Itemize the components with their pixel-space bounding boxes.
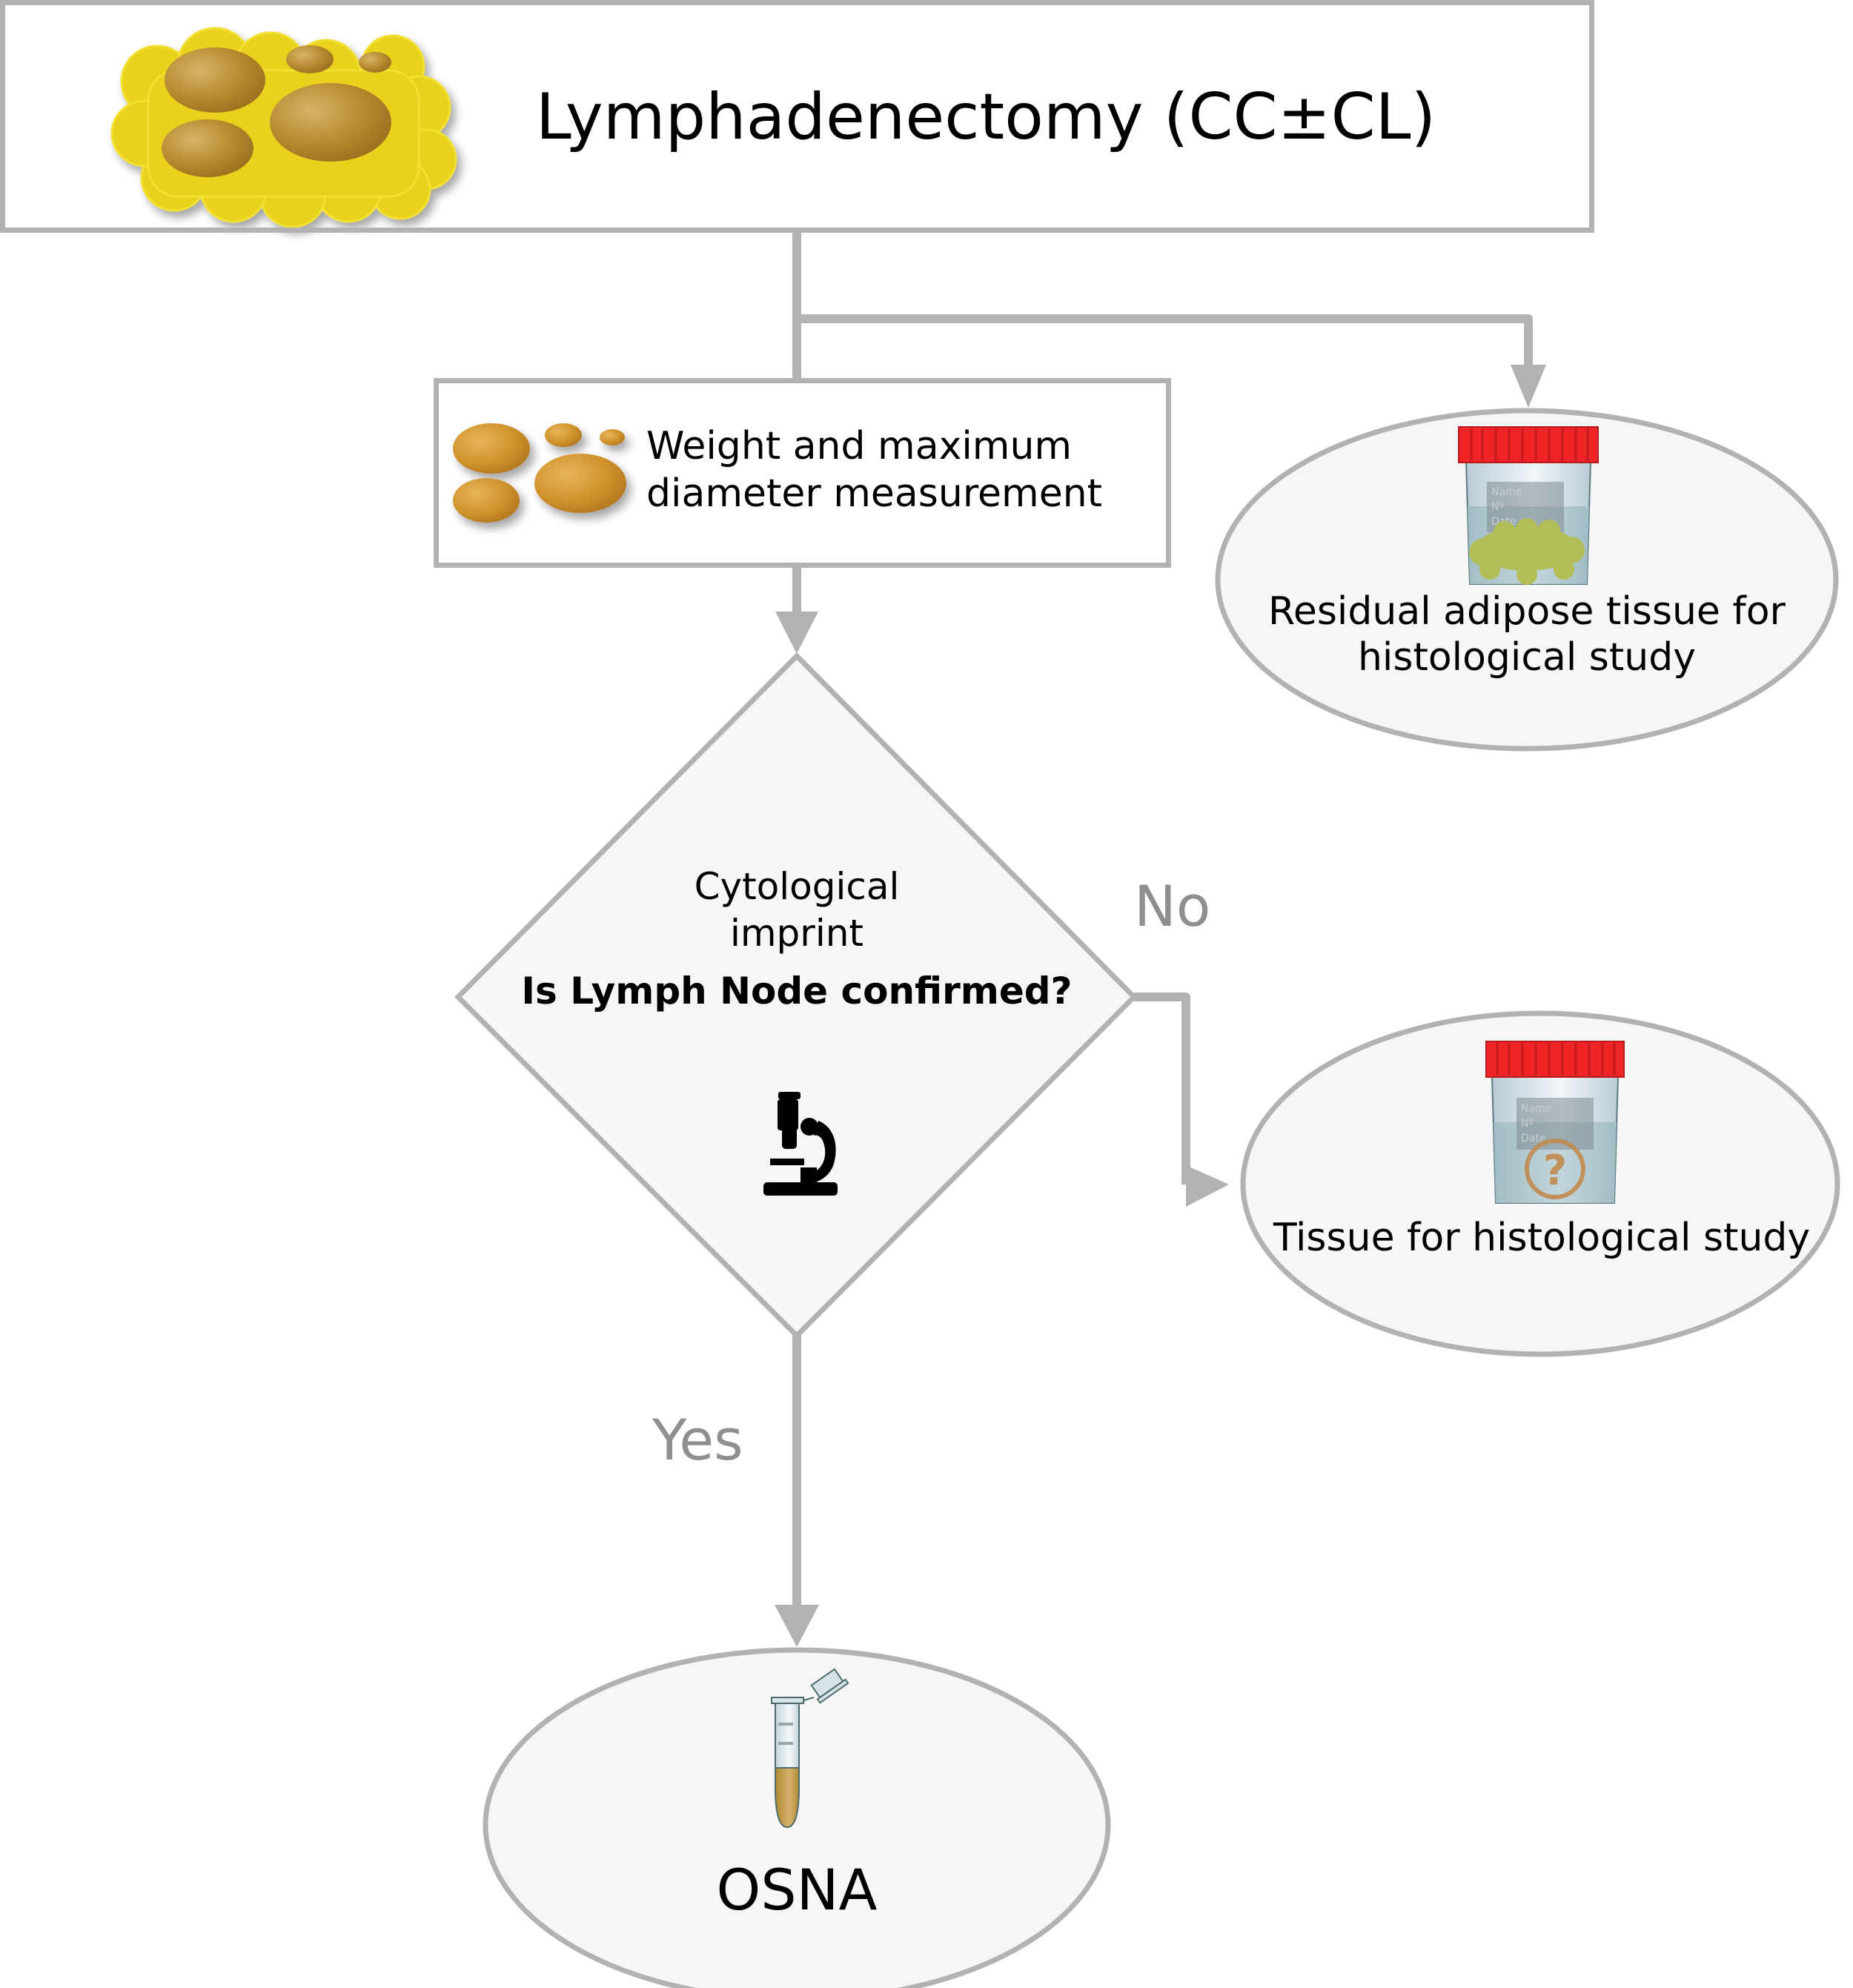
residual-label-line-1: Residual adipose tissue for <box>1268 589 1786 634</box>
branch-label-no: No <box>1134 873 1211 939</box>
jar-label-name: Name <box>1521 1103 1551 1115</box>
connector-to-residual <box>797 314 1533 367</box>
specimen-jar-question-icon: Name Nº Date ? <box>1485 1041 1625 1204</box>
decision-line-1: Cytological <box>694 865 900 908</box>
branch-label-yes: Yes <box>652 1407 743 1473</box>
start-node[interactable] <box>0 0 1594 233</box>
osna-node-label: OSNA <box>716 1857 878 1923</box>
connector-no-branch <box>1134 993 1190 1184</box>
arrowhead-to-osna <box>775 1605 819 1647</box>
decision-line-2: imprint <box>729 912 864 955</box>
arrowhead-to-decision <box>775 612 818 654</box>
specimen-jar-adipose-icon: Name Nº Date <box>1458 426 1599 585</box>
arrowhead-to-histology <box>1186 1165 1229 1207</box>
jar-label-number: Nº <box>1491 501 1504 513</box>
jar-label-number: Nº <box>1521 1118 1534 1130</box>
microscope-icon <box>763 1092 838 1196</box>
measure-node[interactable] <box>434 378 1171 568</box>
lymph-nodes-icon <box>453 423 626 523</box>
histology-node-label: Tissue for histological study <box>1273 1216 1811 1260</box>
decision-question: Is Lymph Node confirmed? <box>521 970 1073 1013</box>
measure-label-line-2: diameter measurement <box>646 471 1103 516</box>
arrowhead-to-residual <box>1511 365 1546 408</box>
measure-label-line-1: Weight and maximum <box>646 424 1073 468</box>
jar-label-name: Name <box>1491 486 1522 498</box>
osna-node[interactable] <box>483 1647 1111 1988</box>
measure-node-label: Weight and maximum diameter measurement <box>646 423 1128 517</box>
residual-node-label: Residual adipose tissue for histological… <box>1230 589 1823 680</box>
microcentrifuge-tube-icon <box>771 1668 849 1829</box>
adipose-tissue-with-lymph-nodes-icon <box>110 27 457 228</box>
question-mark-icon: ? <box>1525 1139 1585 1199</box>
start-node-label: Lymphadenectomy (CC±CL) <box>535 80 1436 154</box>
residual-label-line-2: histological study <box>1357 635 1697 680</box>
jar-label-date: Date <box>1521 1133 1545 1144</box>
svg-text:?: ? <box>1543 1147 1567 1195</box>
